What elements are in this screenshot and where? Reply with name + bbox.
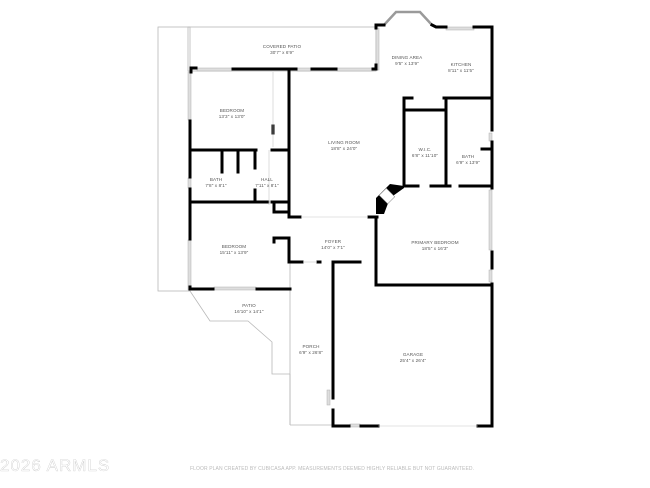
footer-disclaimer: FLOOR PLAN CREATED BY CUBICASA APP. MEAS…: [190, 466, 475, 472]
thin-outlines: [157, 26, 377, 426]
room-label-wic: W.I.C.6'8" x 11'10": [411, 147, 439, 158]
watermark: 2026 ARMLS: [0, 456, 111, 475]
doors: [268, 72, 478, 427]
fireplace-icon: [376, 184, 404, 214]
walls: [188, 22, 494, 428]
windows: [187, 26, 493, 428]
bay-window: [383, 10, 433, 26]
